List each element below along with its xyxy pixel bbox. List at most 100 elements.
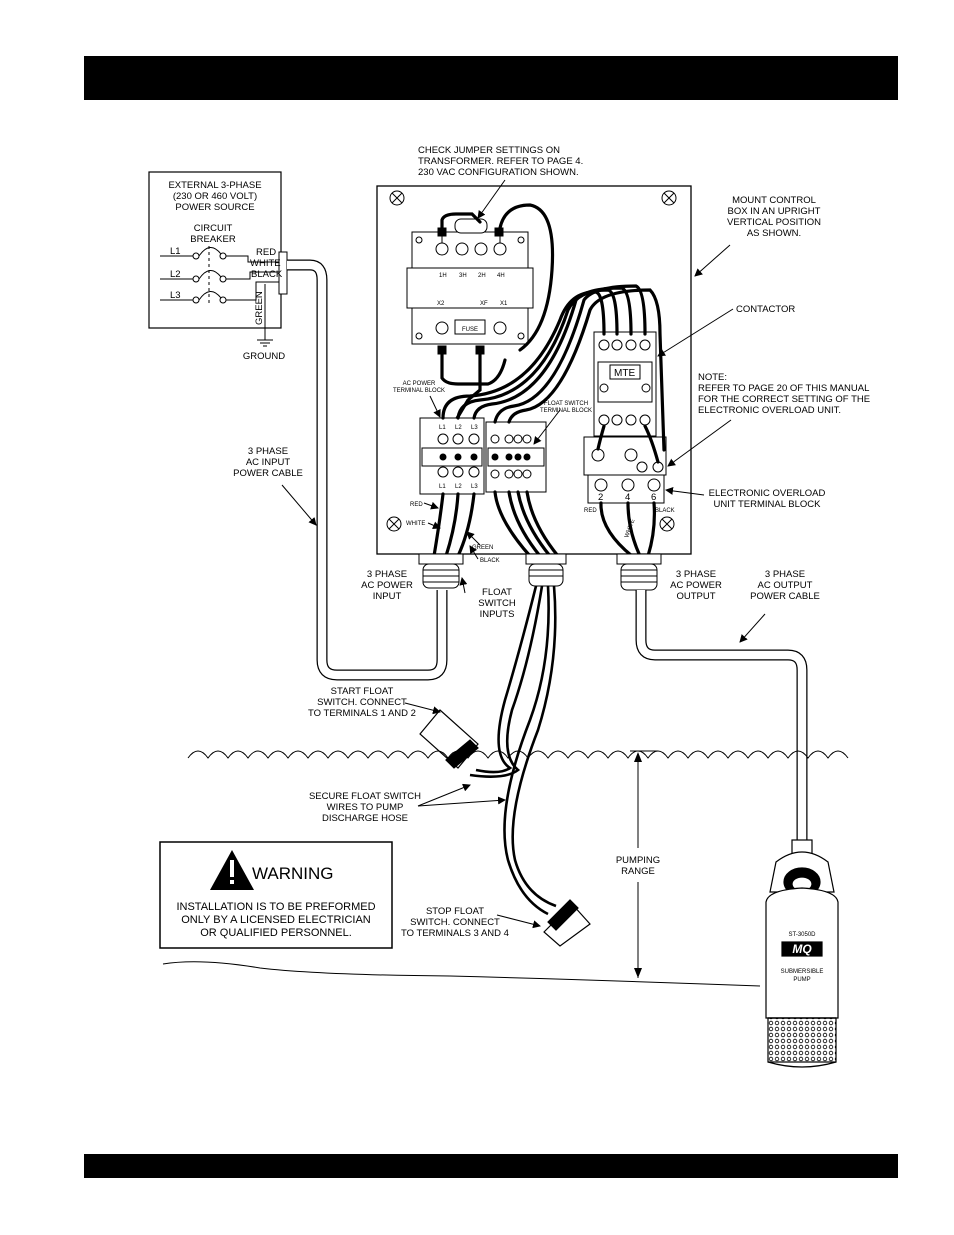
transformer-wires (440, 203, 555, 422)
warning-text: INSTALLATION IS TO BE PREFORMED ONLY BY … (176, 901, 375, 939)
label-output-cable: 3 PHASE AC OUTPUT POWER CABLE (750, 569, 820, 602)
svg-text:3 PHASE: 3 PHASE (676, 569, 716, 580)
svg-text:TERMINAL BLOCK: TERMINAL BLOCK (393, 388, 445, 394)
contactor-wires (441, 284, 666, 464)
label-box-black: BLACK (480, 558, 500, 564)
label-out-red: RED (584, 508, 597, 514)
label-secure-float: SECURE FLOAT SWITCH WIRES TO PUMP DISCHA… (309, 791, 421, 824)
svg-text:POWER CABLE: POWER CABLE (750, 591, 820, 602)
label-block-l2: L2 (455, 425, 462, 431)
ground-line (162, 961, 761, 987)
label-contactor: CONTACTOR (736, 304, 795, 315)
mounting-screws (386, 190, 677, 532)
label-float-terminal-block: FLOAT SWITCH TERMINAL BLOCK (540, 401, 592, 414)
bottom-wires (432, 490, 656, 558)
transformer (406, 218, 534, 355)
svg-text:TERMINAL BLOCK: TERMINAL BLOCK (540, 408, 592, 414)
svg-text:BOX IN AN UPRIGHT: BOX IN AN UPRIGHT (728, 206, 821, 217)
output-cable-outline (635, 590, 808, 845)
svg-text:SWITCH. CONNECT: SWITCH. CONNECT (410, 917, 500, 928)
svg-text:AC POWER: AC POWER (361, 580, 413, 591)
svg-text:PUMPING: PUMPING (616, 855, 660, 866)
svg-text:UNIT TERMINAL BLOCK: UNIT TERMINAL BLOCK (714, 499, 822, 510)
label-start-float: START FLOAT SWITCH. CONNECT TO TERMINALS… (308, 686, 416, 719)
svg-text:REFER TO PAGE 20 OF THIS MANUA: REFER TO PAGE 20 OF THIS MANUAL (698, 383, 869, 394)
water-line (187, 750, 849, 759)
svg-text:3 PHASE: 3 PHASE (765, 569, 805, 580)
label-green: GREEN (254, 291, 265, 325)
svg-text:3 PHASE: 3 PHASE (248, 446, 288, 457)
svg-text:POWER CABLE: POWER CABLE (233, 468, 303, 479)
svg-text:OUTPUT: OUTPUT (676, 591, 715, 602)
label-overload-2: 2 (598, 492, 603, 503)
label-fuse: FUSE (462, 327, 478, 333)
svg-text:EXTERNAL 3-PHASE: EXTERNAL 3-PHASE (168, 180, 261, 191)
label-pump-model: ST-3050D (788, 932, 816, 938)
svg-text:RANGE: RANGE (621, 866, 655, 877)
start-float (419, 709, 479, 769)
label-term-x2: X2 (437, 301, 445, 307)
label-red: RED (256, 247, 276, 258)
svg-text:TRANSFORMER. REFER TO PAGE 4.: TRANSFORMER. REFER TO PAGE 4. (418, 156, 583, 167)
label-block-bottom-l2: L2 (455, 484, 462, 490)
label-pump-brand: MQ (792, 942, 812, 956)
label-black: BLACK (251, 269, 283, 280)
label-term-2h: 2H (478, 273, 486, 279)
label-ac-terminal-block: AC POWER TERMINAL BLOCK (393, 381, 445, 394)
label-box-red: RED (410, 502, 423, 508)
label-ground: GROUND (243, 351, 285, 362)
warning-box (159, 841, 393, 949)
submersible-pump (765, 839, 839, 1068)
label-term-1h: 1H (439, 273, 447, 279)
svg-text:BREAKER: BREAKER (190, 234, 236, 245)
label-out-black: BLACK (655, 508, 675, 514)
footer-bar (84, 1154, 898, 1178)
svg-text:INSTALLATION IS TO BE PREFORME: INSTALLATION IS TO BE PREFORMED (176, 901, 375, 913)
leader-arrows (281, 179, 766, 929)
svg-text:FLOAT SWITCH: FLOAT SWITCH (544, 401, 588, 407)
label-l1: L1 (170, 246, 181, 257)
svg-text:FLOAT: FLOAT (482, 587, 512, 598)
svg-text:OR QUALIFIED PERSONNEL.: OR QUALIFIED PERSONNEL. (200, 927, 352, 939)
svg-text:STOP FLOAT: STOP FLOAT (426, 906, 484, 917)
label-term-4h: 4H (497, 273, 505, 279)
svg-text:CIRCUIT: CIRCUIT (194, 223, 233, 234)
svg-text:INPUT: INPUT (373, 591, 402, 602)
svg-text:WIRES TO PUMP: WIRES TO PUMP (327, 802, 404, 813)
svg-text:(230 OR 460 VOLT): (230 OR 460 VOLT) (173, 191, 257, 202)
label-block-l3: L3 (471, 425, 478, 431)
label-float-inputs: FLOAT SWITCH INPUTS (478, 587, 516, 620)
label-external-source: EXTERNAL 3-PHASE (230 OR 460 VOLT) POWER… (168, 180, 261, 213)
label-l2: L2 (170, 269, 181, 280)
svg-text:NOTE:: NOTE: (698, 372, 727, 383)
svg-text:TO TERMINALS 1 AND 2: TO TERMINALS 1 AND 2 (308, 708, 416, 719)
ac-terminal-block (419, 417, 485, 495)
float-terminal-block (485, 421, 547, 493)
label-overload-4: 4 (625, 492, 630, 503)
label-term-x1: X1 (500, 301, 508, 307)
label-white: WHITE (250, 258, 281, 269)
external-source-box (148, 171, 282, 329)
label-jumper: CHECK JUMPER SETTINGS ON TRANSFORMER. RE… (418, 145, 583, 178)
svg-text:MOUNT CONTROL: MOUNT CONTROL (732, 195, 816, 206)
svg-text:TO TERMINALS 3 AND 4: TO TERMINALS 3 AND 4 (401, 928, 509, 939)
label-mount: MOUNT CONTROL BOX IN AN UPRIGHT VERTICAL… (727, 195, 821, 239)
label-block-bottom-l1: L1 (439, 484, 446, 490)
svg-text:AC INPUT: AC INPUT (246, 457, 291, 468)
breaker-switches (160, 246, 280, 347)
label-circuit-breaker: CIRCUIT BREAKER (190, 223, 236, 245)
svg-text:INPUTS: INPUTS (480, 609, 515, 620)
svg-text:VERTICAL POSITION: VERTICAL POSITION (727, 217, 821, 228)
label-input-cable: 3 PHASE AC INPUT POWER CABLE (233, 446, 303, 479)
float-cables (469, 585, 557, 916)
svg-text:CHECK JUMPER SETTINGS ON: CHECK JUMPER SETTINGS ON (418, 145, 560, 156)
svg-text:DISCHARGE HOSE: DISCHARGE HOSE (322, 813, 408, 824)
label-block-bottom-l3: L3 (471, 484, 478, 490)
svg-text:AC OUTPUT: AC OUTPUT (758, 580, 813, 591)
source-connector (278, 251, 288, 295)
svg-text:SECURE FLOAT SWITCH: SECURE FLOAT SWITCH (309, 791, 421, 802)
svg-text:ELECTRONIC OVERLOAD: ELECTRONIC OVERLOAD (709, 488, 826, 499)
warning-heading: WARNING (252, 864, 334, 883)
svg-text:SWITCH. CONNECT: SWITCH. CONNECT (317, 697, 407, 708)
label-pump-name-1: SUBMERSIBLE (781, 969, 824, 975)
